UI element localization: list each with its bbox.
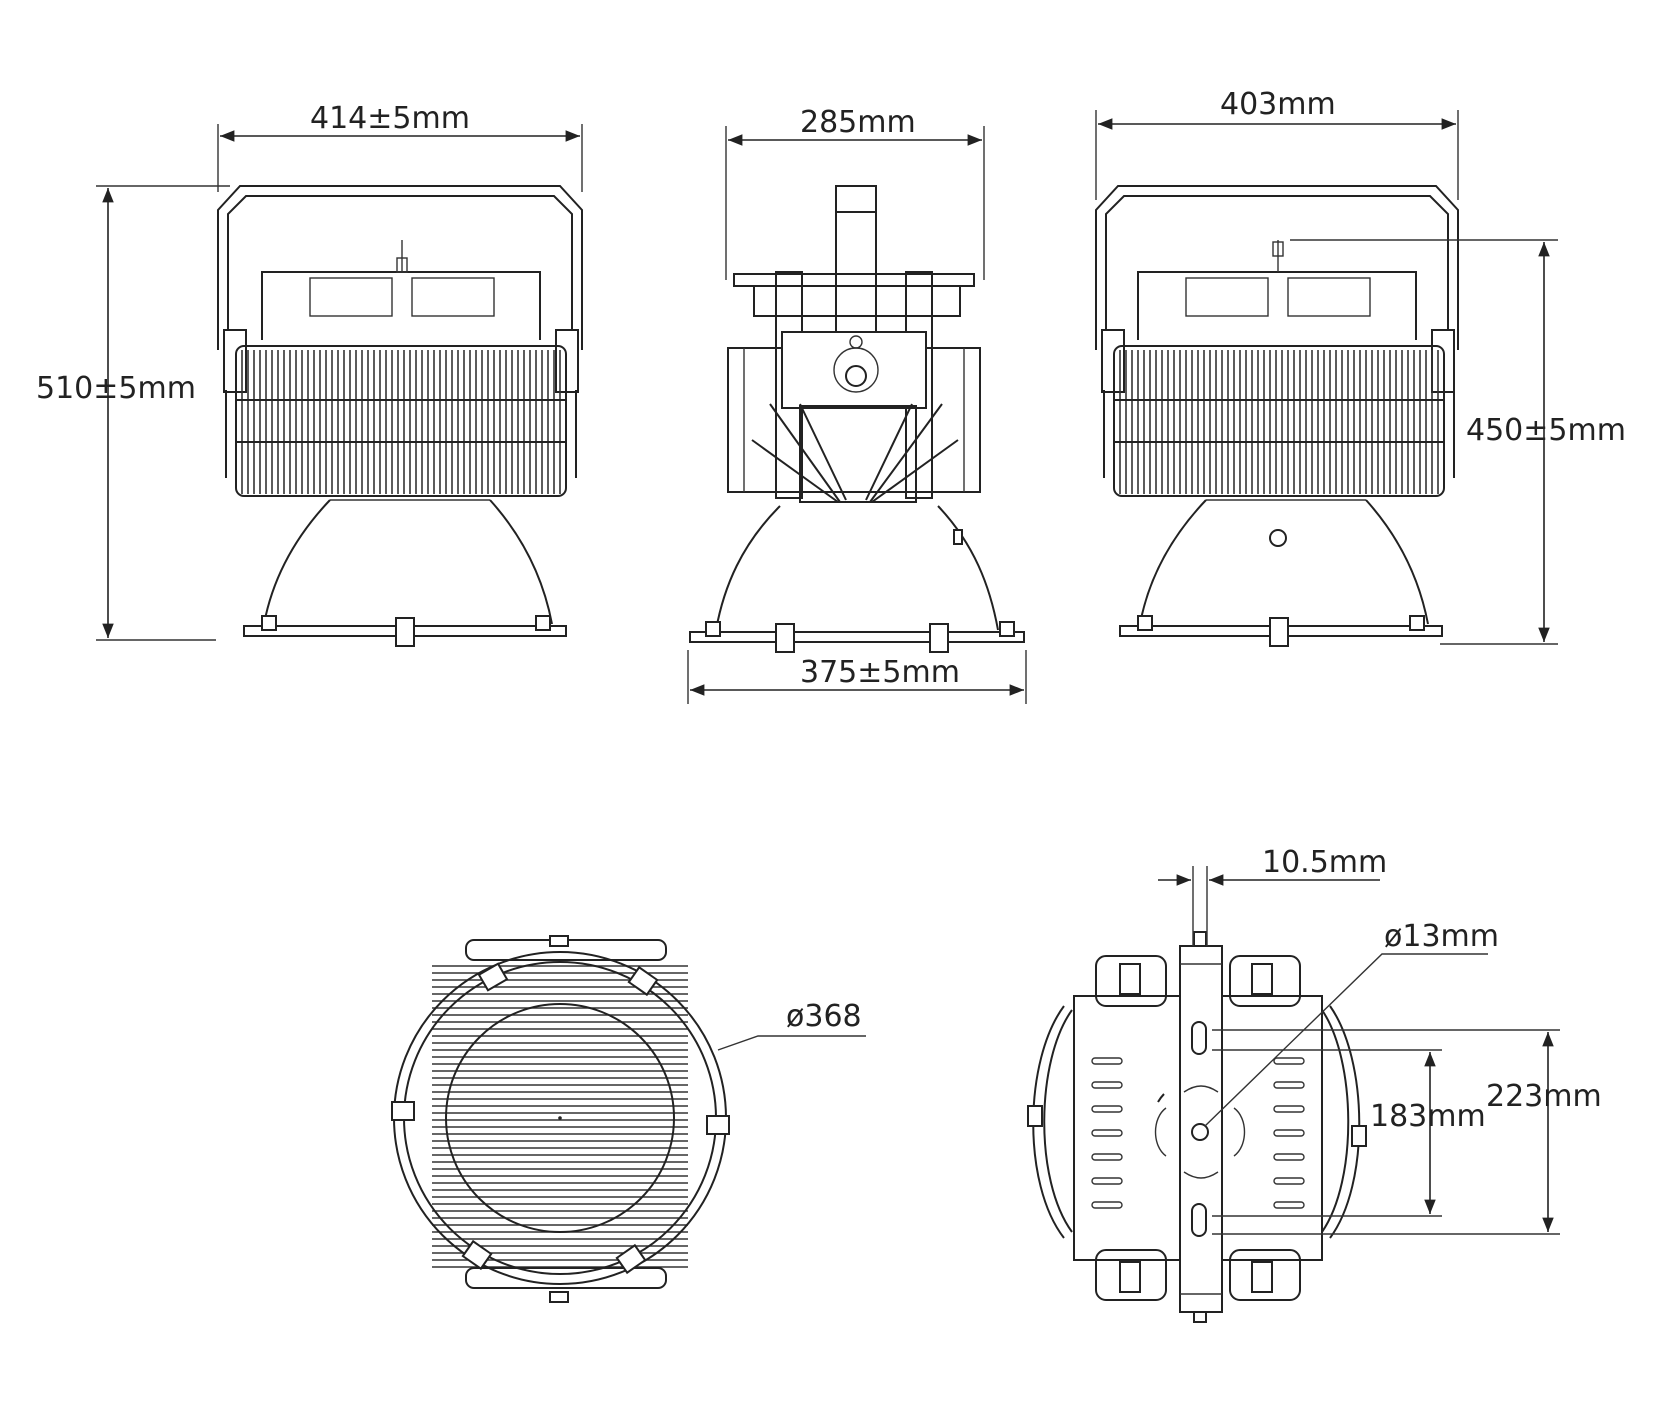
slot: [1273, 1081, 1305, 1089]
dimension-labels: 414±5mm 510±5mm 285mm 375±5mm 403mm 450±…: [36, 87, 1626, 1134]
heat-sink-fins: [1119, 350, 1439, 494]
rear-width-label: 403mm: [1220, 87, 1336, 122]
hole-diameter-label: ø13mm: [1384, 919, 1499, 954]
bracket-spokes: [751, 403, 959, 503]
dimension-lines: [96, 110, 1560, 1235]
slot: [1091, 1105, 1123, 1113]
slot: [1091, 1081, 1123, 1089]
slot: [1273, 1057, 1305, 1065]
slot: [1091, 1153, 1123, 1161]
front-height-label: 510±5mm: [36, 371, 196, 406]
bottom-view: ø368: [391, 935, 866, 1303]
heat-sink-fins: [241, 350, 561, 494]
slot-width-label: 10.5mm: [1262, 845, 1387, 880]
slot: [1273, 1105, 1305, 1113]
plate-slots: [1091, 1057, 1305, 1209]
slot: [1091, 1201, 1123, 1209]
slot: [1091, 1129, 1123, 1137]
slot: [1091, 1057, 1123, 1065]
spoke: [751, 439, 839, 503]
slot: [1273, 1201, 1305, 1209]
rear-height-label: 450±5mm: [1466, 413, 1626, 448]
side-top-width-label: 285mm: [800, 105, 916, 140]
slot: [1273, 1177, 1305, 1185]
outer-spacing-label: 223mm: [1486, 1079, 1602, 1114]
spoke: [865, 403, 913, 501]
side-view: [689, 185, 1025, 653]
front-width-label: 414±5mm: [310, 101, 470, 136]
diameter-label: ø368: [786, 999, 862, 1034]
slot: [1091, 1177, 1123, 1185]
inner-spacing-label: 183mm: [1370, 1099, 1486, 1134]
spoke: [869, 403, 943, 503]
top-view: [1027, 931, 1367, 1323]
front-view: [217, 185, 583, 647]
rear-view: [1095, 185, 1459, 647]
slot: [1273, 1153, 1305, 1161]
slot: [1273, 1129, 1305, 1137]
spoke: [769, 403, 841, 503]
side-base-width-label: 375±5mm: [800, 655, 960, 690]
spoke: [799, 403, 847, 501]
